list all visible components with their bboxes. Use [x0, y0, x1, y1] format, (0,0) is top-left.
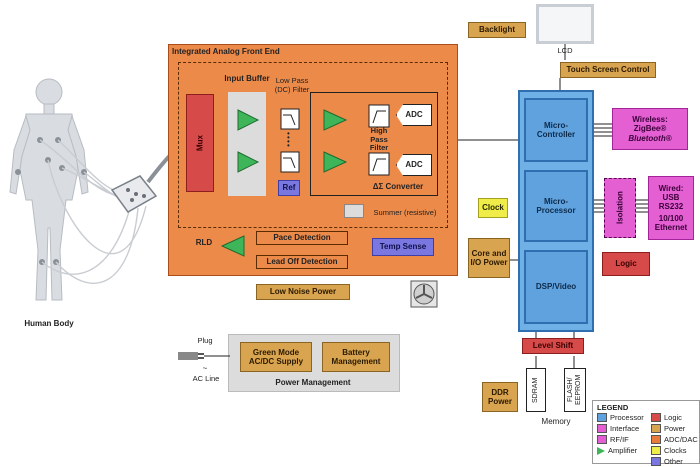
summer-block: [344, 204, 364, 218]
legend-item: RF/IF: [597, 434, 651, 445]
lowpass-filter-icon: [280, 108, 300, 130]
summer-label: Summer (resistive): [373, 207, 437, 217]
ddr-power-block: DDR Power: [482, 382, 518, 412]
wired-line4: 10/100: [658, 214, 684, 224]
afe-inner-dashed: [178, 62, 448, 228]
legend-item: Interface: [597, 423, 651, 434]
legend-item: Clocks: [651, 445, 700, 456]
lcd-screen-icon: [536, 4, 594, 44]
legend-label: Amplifier: [608, 446, 638, 455]
legend-swatch: [651, 446, 661, 455]
highpass-filter-icon: [368, 104, 390, 128]
wireless-line1: Wireless:: [632, 115, 668, 125]
wired-line3: RS232: [658, 201, 684, 211]
mux-block: Mux: [186, 94, 214, 192]
legend-label: ADC/DAC: [664, 435, 698, 444]
lead-off-detection-block: Lead Off Detection: [256, 255, 348, 269]
input-buffer-panel: [228, 92, 266, 196]
highpass-filter-icon: [368, 152, 390, 176]
lowpass-filter-label: Low Pass (DC) Filter: [274, 76, 310, 94]
flash-eeprom-block: FLASH/ EEPROM: [564, 368, 586, 412]
legend-label: Interface: [610, 424, 640, 433]
battery-management-block: Battery Management: [322, 342, 390, 372]
amplifier-icon: [237, 109, 260, 131]
temp-sense-block: Temp Sense: [372, 238, 434, 256]
legend-item: ADC/DAC: [651, 434, 700, 445]
filter-ellipsis-dots: ••••: [287, 129, 290, 150]
clock-block: Clock: [478, 198, 508, 218]
legend-swatch: [651, 413, 661, 422]
human-body-label: Human Body: [24, 319, 74, 329]
wired-line2: USB: [662, 192, 680, 202]
adc-block: ADC: [396, 104, 432, 126]
ref-block: Ref: [278, 180, 300, 196]
fan-icon: [410, 280, 438, 308]
legend-item: Other: [651, 456, 700, 467]
input-buffer-label: Input Buffer: [224, 74, 270, 84]
legend-swatch: [597, 446, 605, 455]
pace-detection-block: Pace Detection: [256, 231, 348, 245]
ac-line-label: AC Line: [192, 373, 220, 383]
isolation-block: Isolation: [604, 178, 636, 238]
micro-processor-block: Micro-Processor: [524, 170, 588, 242]
legend-label: RF/IF: [610, 435, 629, 444]
legend-title: LEGEND: [597, 403, 629, 412]
green-mode-supply-block: Green Mode AC/DC Supply: [240, 342, 312, 372]
micro-controller-block: Micro-Controller: [524, 98, 588, 162]
plug-icon: [178, 352, 230, 360]
converter-label: ΔΣ Converter: [372, 182, 424, 192]
amplifier-icon: [323, 109, 348, 131]
legend-item: Amplifier: [597, 445, 651, 456]
wireless-line2: ZigBee®: [633, 124, 667, 134]
legend-label: Logic: [664, 413, 682, 422]
amplifier-icon: [237, 151, 260, 173]
legend-swatch: [651, 424, 661, 433]
sdram-block: SDRAM: [526, 368, 546, 412]
dsp-video-block: DSP/Video: [524, 250, 588, 324]
logic-block: Logic: [602, 252, 650, 276]
ac-line-symbol: ~: [202, 364, 208, 374]
level-shift-block: Level Shift: [522, 338, 584, 354]
highpass-filter-label: High Pass Filter: [369, 126, 389, 153]
legend-item: Processor: [597, 412, 651, 423]
legend-item: Logic: [651, 412, 700, 423]
afe-title: Integrated Analog Front End: [172, 47, 280, 57]
wireless-line3: Bluetooth®: [628, 133, 672, 143]
lcd-label: LCD: [557, 45, 573, 55]
wireless-block: Wireless: ZigBee® Bluetooth®: [612, 108, 688, 150]
core-io-power-block: Core and I/O Power: [468, 238, 510, 278]
legend-label: Power: [664, 424, 686, 433]
low-noise-power-block: Low Noise Power: [256, 284, 350, 300]
converter-box: [310, 92, 438, 196]
lowpass-filter-icon: [280, 151, 300, 173]
plug-label: Plug: [197, 335, 213, 345]
adc-block: ADC: [396, 154, 432, 176]
amplifier-icon: [323, 151, 348, 173]
legend-swatch: [597, 424, 607, 433]
amplifier-icon: [220, 235, 245, 257]
legend-swatch: [651, 435, 661, 444]
legend-swatch: [597, 435, 607, 444]
wired-line5: Ethernet: [654, 223, 688, 233]
touch-screen-control-block: Touch Screen Control: [560, 62, 656, 78]
legend-item: [597, 456, 651, 467]
legend-label: Processor: [610, 413, 644, 422]
backlight-block: Backlight: [468, 22, 526, 38]
legend-label: Other: [664, 457, 683, 466]
legend-item: Power: [651, 423, 700, 434]
wired-block: Wired: USB RS232 10/100 Ethernet: [648, 176, 694, 240]
wired-line1: Wired:: [658, 183, 684, 193]
rld-label: RLD: [195, 238, 213, 248]
memory-label: Memory: [541, 417, 571, 427]
power-management-title: Power Management: [275, 378, 351, 388]
legend-label: Clocks: [664, 446, 687, 455]
legend-swatch: [597, 413, 607, 422]
